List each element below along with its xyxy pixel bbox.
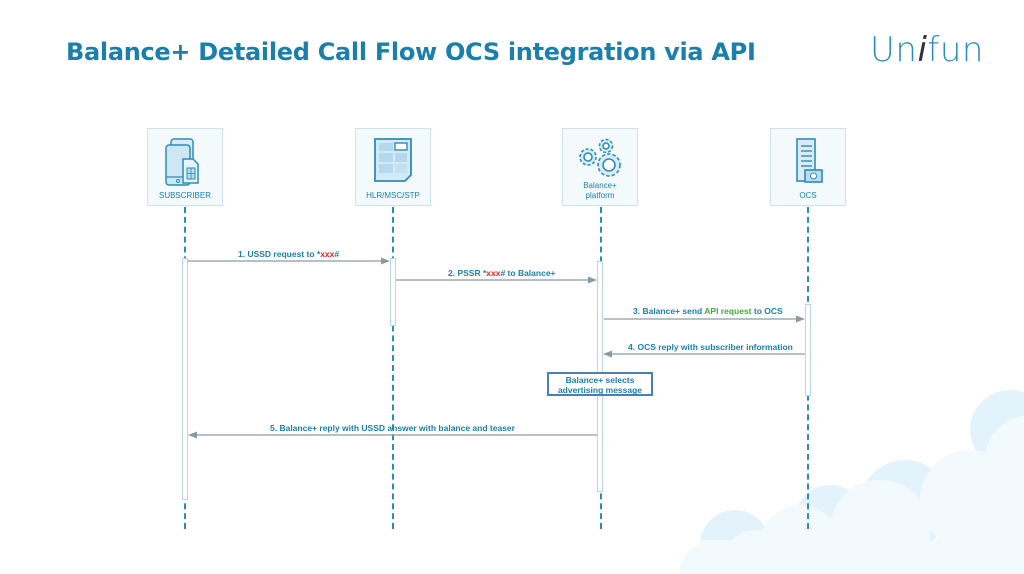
- msg-highlight-red: xxx: [320, 249, 335, 259]
- msg-num: 5.: [270, 423, 278, 433]
- msg-text: Balance+ reply with USSD answer with bal…: [277, 423, 515, 433]
- msg-num: 1.: [238, 249, 246, 259]
- msg-text: OCS reply with subscriber information: [635, 342, 793, 352]
- message-label-1: 1. USSD request to *xxx#: [238, 249, 339, 259]
- page-title: Balance+ Detailed Call Flow OCS integrat…: [66, 38, 756, 66]
- actor-label-line2: platform: [585, 191, 615, 200]
- logo-text-prefix: Un: [870, 30, 918, 70]
- unifun-logo: Unifun: [870, 30, 984, 70]
- lifeline-hlr: [392, 207, 394, 529]
- actor-ocs: OCS: [770, 128, 846, 206]
- msg-text: PSSR *: [455, 268, 487, 278]
- msg-highlight-green: API request: [704, 306, 752, 316]
- logo-text-suffix: fun: [927, 30, 984, 70]
- msg-num: 2.: [448, 268, 456, 278]
- arrowhead-msg-2: [588, 276, 597, 284]
- msg-text: Balance+ send: [640, 306, 705, 316]
- arrowhead-msg-4: [603, 350, 612, 358]
- arrowhead-msg-1: [381, 257, 390, 265]
- actor-label: OCS: [799, 191, 817, 200]
- message-label-2: 2. PSSR *xxx# to Balance+: [448, 268, 556, 278]
- actor-label-line1: Balance+: [583, 181, 617, 190]
- network-table-icon: [374, 138, 412, 182]
- actor-hlr-msc-stp: HLR/MSC/STP: [355, 128, 431, 206]
- arrowhead-msg-5: [188, 431, 197, 439]
- gears-icon: [579, 138, 621, 177]
- activation-subscriber: [182, 258, 188, 500]
- msg-text: USSD request to *: [245, 249, 321, 259]
- activation-hlr: [390, 258, 396, 326]
- actor-label: SUBSCRIBER: [158, 191, 211, 200]
- message-label-5: 5. Balance+ reply with USSD answer with …: [270, 423, 515, 433]
- message-label-3: 3. Balance+ send API request to OCS: [633, 306, 783, 316]
- note-line1: Balance+ selects: [565, 375, 635, 385]
- msg-highlight-red: xxx: [486, 268, 501, 278]
- actor-subscriber: SUBSCRIBER: [147, 128, 223, 206]
- actor-label: Balance+platform: [563, 181, 637, 201]
- note-line2: advertising message: [557, 385, 643, 395]
- server-billing-icon: [796, 138, 823, 183]
- msg-text: to OCS: [751, 306, 783, 316]
- arrowhead-msg-3: [796, 315, 805, 323]
- msg-num: 4.: [628, 342, 636, 352]
- message-label-4: 4. OCS reply with subscriber information: [628, 342, 793, 352]
- actor-balance-platform: Balance+platform: [562, 128, 638, 206]
- logo-text-i: i: [917, 30, 928, 70]
- msg-text: #: [334, 249, 340, 259]
- msg-text: # to Balance+: [500, 268, 556, 278]
- msg-num: 3.: [633, 306, 641, 316]
- mobile-devices-icon: [165, 138, 199, 186]
- activation-ocs: [805, 304, 811, 396]
- actor-label: HLR/MSC/STP: [366, 191, 420, 200]
